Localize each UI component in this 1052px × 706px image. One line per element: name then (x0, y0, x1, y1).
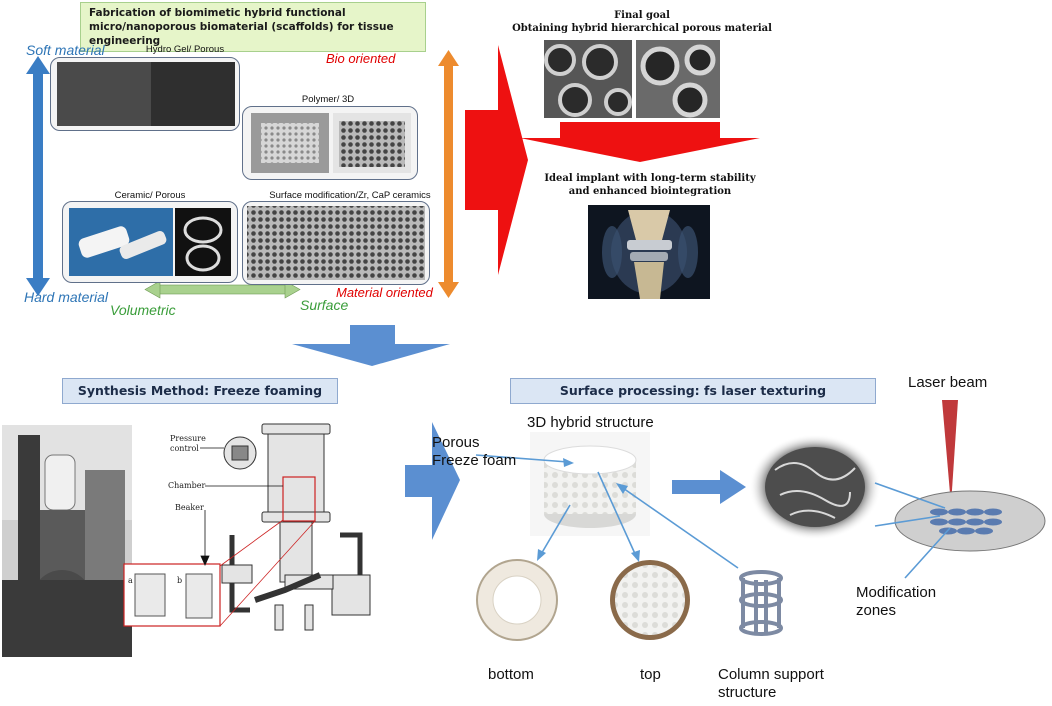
ceramic-panel (62, 201, 238, 283)
polymer-lattice-2 (333, 113, 411, 173)
volumetric-label: Volumetric (110, 302, 176, 318)
ceramic-ct-image (175, 208, 231, 276)
hydrogel-sem-2 (151, 62, 235, 126)
zones-line: zones (856, 602, 897, 619)
red-arrow-right (465, 45, 528, 275)
knee-implant-image (588, 205, 710, 299)
chamber-highlight (282, 476, 316, 522)
fabrication-title-box: Fabrication of biomimetic hybrid functio… (80, 2, 426, 52)
column-support-line2: structure (718, 684, 777, 701)
surface-mod-label: Surface modification/Zr, CaP ceramics (269, 190, 431, 201)
hard-material-label: Hard material (24, 289, 109, 305)
hydrogel-sem-1 (57, 62, 151, 126)
laser-beam (942, 400, 958, 505)
polymer-label: Polymer/ 3D (301, 94, 355, 105)
implant-title: Ideal implant with long-term stability a… (520, 172, 780, 198)
laser-target-disk (894, 490, 1046, 552)
bio-material-arrow (438, 50, 459, 298)
column-support-line1: Column support (718, 666, 824, 683)
porous-freeze-foam-label: Porous Freeze foam (432, 434, 516, 470)
freeze-foaming-photo (2, 425, 132, 657)
final-goal-line1: Final goal (614, 10, 670, 21)
pressure-control-label: Pressure control (170, 434, 206, 453)
connector-lines (475, 454, 951, 579)
beaker-label: Beaker (175, 503, 204, 512)
implant-line1: Ideal implant with long-term stability (544, 173, 756, 184)
hydrogel-label: Hydro Gel/ Porous (145, 44, 225, 55)
soft-material-label: Soft material (26, 42, 105, 58)
hybrid-structure-label: 3D hybrid structure (527, 414, 654, 431)
ceramic-label: Ceramic/ Porous (114, 190, 186, 201)
goal-sem-images (544, 40, 720, 118)
hydrogel-panel (50, 57, 240, 131)
fabrication-title: Fabrication of biomimetic hybrid functio… (89, 7, 394, 47)
modification-line: Modification (856, 584, 937, 601)
volumetric-surface-arrow (144, 280, 301, 299)
blue-arrow-down (292, 325, 450, 366)
blue-arrow-right (405, 422, 460, 540)
top-disk (610, 560, 690, 640)
surface-processing-title-box: Surface processing: fs laser texturing (510, 378, 876, 404)
top-label: top (640, 666, 661, 683)
surface-mod-panel (242, 201, 430, 285)
chamber-label: Chamber (168, 481, 206, 490)
implant-line2: and enhanced biointegration (568, 186, 732, 197)
callout-lines (200, 447, 283, 566)
inset-lines (219, 519, 316, 627)
final-goal-line2: Obtaining hybrid hierarchical porous mat… (512, 23, 772, 34)
synthesis-title-box: Synthesis Method: Freeze foaming (62, 378, 338, 404)
bottom-label: bottom (488, 666, 534, 683)
material-oriented-label: Material oriented (336, 285, 433, 300)
surface-label: Surface (300, 297, 349, 313)
column-support-label: Column support structure (718, 666, 824, 702)
porous-line: Porous (432, 434, 480, 451)
ceramic-photo (69, 208, 173, 276)
polymer-lattice-1 (251, 113, 329, 173)
beaker-a-label: a (128, 576, 133, 585)
surface-processing-title: Surface processing: fs laser texturing (559, 383, 827, 398)
connector-heads (537, 458, 640, 562)
bottom-disk (476, 559, 558, 641)
red-arrow-down (520, 122, 760, 162)
hybrid-structure-photo (530, 432, 650, 536)
laser-beam-label: Laser beam (908, 374, 988, 391)
column-support-icon (739, 570, 783, 636)
modification-zones-label: Modification zones (856, 584, 936, 620)
polymer-panel (242, 106, 418, 180)
sem-texture-image (749, 434, 881, 540)
synthesis-title: Synthesis Method: Freeze foaming (77, 383, 323, 398)
freeze-foam-line: Freeze foam (432, 452, 517, 469)
chamber-drawing (221, 423, 371, 631)
final-goal-title: Final goal Obtaining hybrid hierarchical… (512, 9, 772, 35)
beaker-b-label: b (177, 576, 183, 585)
small-arrow-to-sem (672, 470, 746, 504)
soft-hard-arrow (26, 56, 50, 296)
bio-oriented-label: Bio oriented (326, 51, 396, 66)
